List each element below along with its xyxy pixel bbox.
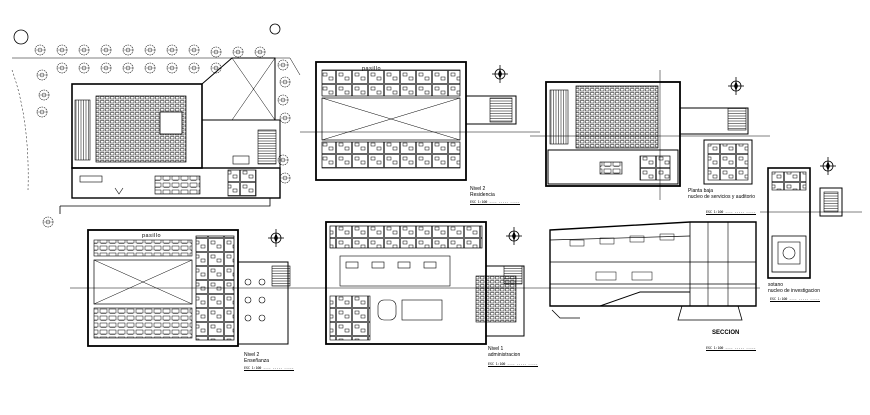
section-drawing bbox=[540, 221, 760, 321]
plan-level: sotano bbox=[768, 282, 784, 288]
plan-nivel2-ensenanza bbox=[70, 229, 310, 347]
plan-name: administracion bbox=[488, 352, 521, 358]
scale-bar: ESC 1:100 ---- ----- ----- bbox=[706, 210, 756, 215]
plan-nivel1-administracion bbox=[310, 221, 540, 345]
scale-bar: ESC 1:100 ---- ----- ----- bbox=[706, 346, 756, 351]
north-arrow-icon bbox=[819, 156, 837, 176]
scale-bar: ESC 1:100 ---- ----- ----- bbox=[470, 200, 520, 205]
scale-bar: ESC 1:100 ---- ----- ----- bbox=[770, 297, 820, 302]
plan-planta-baja bbox=[530, 70, 770, 200]
plan-name: Enseñanza bbox=[244, 358, 270, 364]
plan-level: Nivel 2 bbox=[470, 186, 486, 192]
north-arrow-icon bbox=[267, 228, 285, 248]
plan-level: Nivel 1 bbox=[488, 346, 504, 352]
plan-name: Residencia bbox=[470, 192, 495, 198]
plan-name: nucleo de servicios y auditorio bbox=[688, 194, 755, 200]
north-arrow-icon bbox=[505, 226, 523, 246]
room-label-pasillo: pasillo bbox=[142, 233, 162, 239]
room-label-pasillo: pasillo bbox=[362, 66, 382, 72]
site-plan-auditorium bbox=[11, 23, 301, 228]
scale-bar: ESC 1:100 ---- ----- ----- bbox=[488, 362, 538, 367]
scale-bar: ESC 1:100 ---- ----- ----- bbox=[244, 366, 294, 371]
plan-name: SECCION bbox=[712, 330, 740, 336]
plan-level: Nivel 2 bbox=[244, 352, 260, 358]
plan-nivel2-residencia bbox=[300, 61, 540, 181]
north-arrow-icon bbox=[727, 76, 745, 96]
plan-name: nucleo de investigacion bbox=[768, 288, 820, 294]
north-arrow-icon bbox=[491, 64, 509, 84]
plan-level: Planta baja bbox=[688, 188, 714, 194]
plan-sotano bbox=[760, 167, 862, 279]
